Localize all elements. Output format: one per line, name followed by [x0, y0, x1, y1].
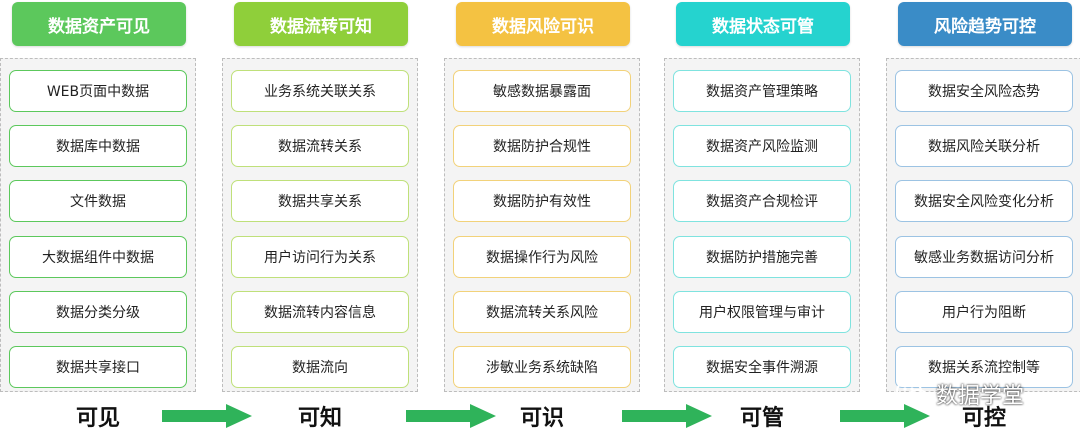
list-item: 数据流转关系 [231, 125, 409, 167]
list-item: 用户行为阻断 [895, 291, 1073, 333]
list-item: 数据安全风险变化分析 [895, 180, 1073, 222]
list-item: 数据资产管理策略 [673, 70, 851, 112]
list-item: 数据流向 [231, 346, 409, 388]
list-item: 数据风险关联分析 [895, 125, 1073, 167]
list-item: 数据分类分级 [9, 291, 187, 333]
arrow-right-icon [622, 404, 712, 428]
column-header: 数据状态可管 [676, 2, 850, 46]
list-item: WEB页面中数据 [9, 70, 187, 112]
column-identifiable: 数据风险可识 敏感数据暴露面 数据防护合规性 数据防护有效性 数据操作行为风险 … [444, 0, 640, 400]
watermark-text: 数据学堂 [936, 384, 1025, 409]
column-panel: 数据安全风险态势 数据风险关联分析 数据安全风险变化分析 敏感业务数据访问分析 … [886, 58, 1080, 392]
stage-label-manageable: 可管 [739, 406, 784, 431]
list-item: 数据共享接口 [9, 346, 187, 388]
column-panel: WEB页面中数据 数据库中数据 文件数据 大数据组件中数据 数据分类分级 数据共… [0, 58, 196, 392]
column-panel: 敏感数据暴露面 数据防护合规性 数据防护有效性 数据操作行为风险 数据流转关系风… [444, 58, 640, 392]
column-header: 数据流转可知 [234, 2, 408, 46]
wechat-icon [896, 380, 929, 407]
column-header: 风险趋势可控 [898, 2, 1072, 46]
list-item: 用户访问行为关系 [231, 236, 409, 278]
list-item: 数据流转关系风险 [453, 291, 631, 333]
column-knowable: 数据流转可知 业务系统关联关系 数据流转关系 数据共享关系 用户访问行为关系 数… [222, 0, 418, 400]
list-item: 数据资产合规检评 [673, 180, 851, 222]
list-item: 用户权限管理与审计 [673, 291, 851, 333]
list-item: 数据防护有效性 [453, 180, 631, 222]
list-item: 大数据组件中数据 [9, 236, 187, 278]
list-item: 文件数据 [9, 180, 187, 222]
watermark: 数据学堂 [896, 374, 1066, 414]
stage-label-knowable: 可知 [297, 406, 342, 431]
column-panel: 数据资产管理策略 数据资产风险监测 数据资产合规检评 数据防护措施完善 用户权限… [664, 58, 860, 392]
list-item: 敏感数据暴露面 [453, 70, 631, 112]
list-item: 数据防护措施完善 [673, 236, 851, 278]
arrow-right-icon [162, 404, 252, 428]
stage-label-visible: 可见 [75, 406, 120, 431]
arrow-right-icon [406, 404, 496, 428]
column-panel: 业务系统关联关系 数据流转关系 数据共享关系 用户访问行为关系 数据流转内容信息… [222, 58, 418, 392]
stage-label-identifiable: 可识 [519, 406, 564, 431]
stage-label-controllable: 可控 [961, 406, 1006, 431]
list-item: 敏感业务数据访问分析 [895, 236, 1073, 278]
list-item: 数据流转内容信息 [231, 291, 409, 333]
list-item: 数据安全事件溯源 [673, 346, 851, 388]
list-item: 数据关系流控制等 [895, 346, 1073, 388]
list-item: 数据防护合规性 [453, 125, 631, 167]
column-header: 数据风险可识 [456, 2, 630, 46]
column-controllable: 风险趋势可控 数据安全风险态势 数据风险关联分析 数据安全风险变化分析 敏感业务… [886, 0, 1080, 400]
list-item: 业务系统关联关系 [231, 70, 409, 112]
list-item: 数据操作行为风险 [453, 236, 631, 278]
list-item: 数据共享关系 [231, 180, 409, 222]
column-header: 数据资产可见 [12, 2, 186, 46]
column-manageable: 数据状态可管 数据资产管理策略 数据资产风险监测 数据资产合规检评 数据防护措施… [664, 0, 860, 400]
list-item: 数据安全风险态势 [895, 70, 1073, 112]
column-visible: 数据资产可见 WEB页面中数据 数据库中数据 文件数据 大数据组件中数据 数据分… [0, 0, 196, 400]
list-item: 数据资产风险监测 [673, 125, 851, 167]
arrow-right-icon [840, 404, 930, 428]
list-item: 数据库中数据 [9, 125, 187, 167]
list-item: 涉敏业务系统缺陷 [453, 346, 631, 388]
